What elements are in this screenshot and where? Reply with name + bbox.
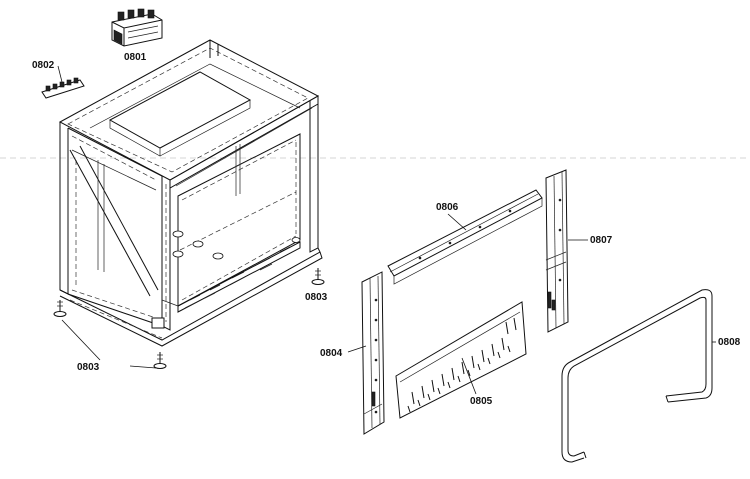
label-0801: 0801 bbox=[124, 52, 147, 63]
label-0807: 0807 bbox=[590, 235, 613, 246]
label-0808: 0808 bbox=[718, 337, 741, 348]
leader-0804 bbox=[347, 345, 367, 353]
label-0803-right: 0803 bbox=[305, 292, 328, 303]
part-0802-terminal-strip bbox=[41, 77, 85, 99]
label-0803-left: 0803 bbox=[77, 362, 100, 373]
leader-0803-b bbox=[129, 365, 157, 369]
leader-0803-a bbox=[61, 319, 101, 361]
part-0803-foot-left bbox=[53, 300, 67, 317]
part-0803-foot-front bbox=[153, 352, 167, 369]
part-0807-right-bracket bbox=[545, 169, 569, 333]
part-0805-vented-panel bbox=[395, 301, 527, 419]
leader-0806 bbox=[447, 213, 467, 231]
part-0803-foot-right bbox=[311, 268, 325, 285]
leader-0802 bbox=[57, 65, 63, 83]
part-0801-connector-block bbox=[111, 8, 163, 47]
leader-0805 bbox=[461, 357, 477, 395]
part-0808-handle-rod bbox=[561, 289, 713, 463]
label-0804: 0804 bbox=[320, 348, 343, 359]
part-0804-side-strip bbox=[361, 271, 385, 435]
label-0802: 0802 bbox=[32, 60, 55, 71]
cabinet-frame bbox=[58, 39, 323, 347]
label-0805: 0805 bbox=[470, 396, 493, 407]
label-0806: 0806 bbox=[436, 202, 459, 213]
part-0806-top-trim bbox=[387, 189, 543, 285]
